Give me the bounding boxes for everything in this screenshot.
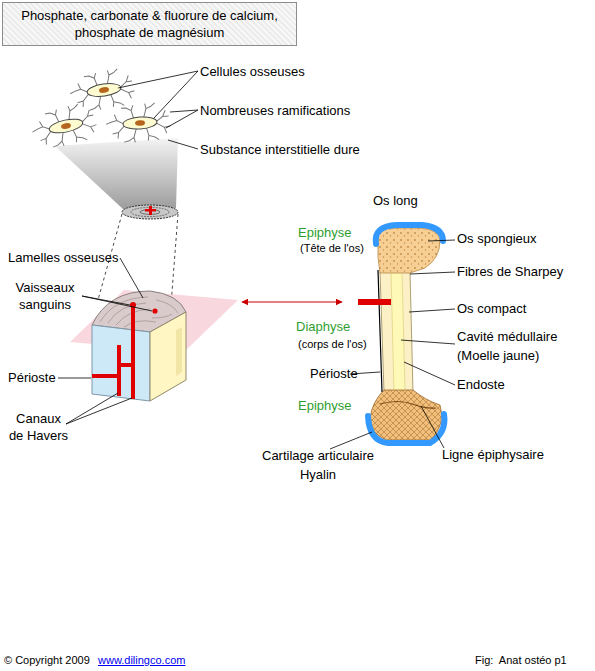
part-label: Os compact [457,300,526,317]
copyright-note: © Copyright 2009 [4,653,90,668]
block-side-face [150,312,186,401]
region-note: (Tête de l'os) [300,241,364,256]
part-label: Vaisseaux sanguins [8,279,82,313]
diaphysis [380,272,413,392]
region-label: Epiphyse [298,224,351,241]
zoom-cone [55,138,178,210]
part-label: Cavité médullaire (Moelle jaune) [457,327,563,365]
part-label: Canaux de Havers [8,410,69,444]
havers-canal-mark [145,209,156,212]
part-label: Nombreuses ramifications [200,102,350,119]
periosteum-line [378,270,382,392]
part-label: Endoste [457,376,505,393]
part-label: Cellules osseuses [200,63,305,80]
website-link: www.dilingco.com [98,653,185,668]
region-label: Diaphyse [296,318,350,335]
medullary-cavity [391,272,405,392]
formula-box: Phosphate, carbonate & fluorure de calci… [2,2,297,46]
heading-label: Os long [373,192,418,209]
figure-caption: Fig: Anat ostéo p1 [475,653,567,668]
correspondence-arrow [242,302,342,303]
epiphyseal-line [380,402,436,409]
part-label: Lamelles osseuses [8,249,119,266]
proximal-epiphysis [378,228,440,273]
leader-line [118,71,198,149]
distal-epiphysis [370,390,442,440]
region-note: (corps de l'os) [298,337,367,352]
part-label: Fibres de Sharpey [457,263,563,280]
lamella-disc [122,205,178,219]
part-label: Périoste [310,365,358,382]
part-label: Ligne épiphysaire [442,446,544,463]
region-label: Epiphyse [298,397,351,414]
part-label: Os spongieux [457,230,537,247]
havers-canal [92,303,133,399]
formula-text: Phosphate, carbonate & fluorure de calci… [6,7,293,41]
block-side-strip [176,327,182,376]
bone-cell [68,67,137,114]
bone-cell [105,102,171,144]
section-marker [358,299,391,305]
bone-cell [29,101,100,151]
part-label: Cartilage articulaire Hyalin [252,446,384,484]
blood-vessel [152,308,157,313]
part-label: Périoste [8,369,56,386]
part-label: Substance interstitielle dure [200,141,360,158]
